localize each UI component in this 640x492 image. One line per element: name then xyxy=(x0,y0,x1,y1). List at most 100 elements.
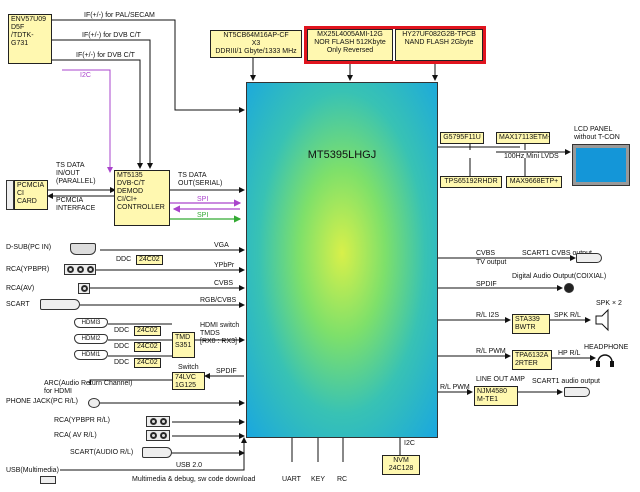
usb-connector-icon xyxy=(40,476,56,484)
arc-label-1: ARC(Audio Return Channel) xyxy=(44,380,133,387)
spdif-in-label: SPDIF xyxy=(216,368,237,375)
arc-switch-chip: 74LVC 1G125 xyxy=(172,372,205,390)
pcmcia-interface-1: PCMCIA xyxy=(56,197,84,204)
if-label-pal: IF(+/-) for PAL/SECAM xyxy=(84,12,155,19)
vga-label: VGA xyxy=(214,242,229,249)
pcmcia-slot-icon xyxy=(6,180,14,210)
ts-in-2: IN/OUT xyxy=(56,170,80,177)
ddc-label-vga: DDC xyxy=(116,256,132,263)
scart1-audio-label: SCART1 audio output xyxy=(532,378,600,385)
tmds-line-1: TMD xyxy=(175,334,191,341)
demod-line-4: CI/CI+ xyxy=(117,196,138,203)
if-label-dvb-2: IF(+/-) for DVB C/T xyxy=(76,52,135,59)
demod-block: MT5135 DVB-C/T DEMOD CI/CI+ CONTROLLER xyxy=(114,170,170,226)
coaxial-jack-icon xyxy=(564,283,574,293)
demod-line-5: CONTROLLER xyxy=(117,204,165,211)
rca-jack-icon xyxy=(160,418,167,425)
cvbs-in-label: CVBS xyxy=(214,280,234,287)
tv-output-label: TV output xyxy=(476,259,507,266)
rca-ypbpr-jack xyxy=(64,264,96,275)
max17113-chip: MAX17113ETM+ xyxy=(496,132,550,144)
eeprom-hdmi1: 24C02 xyxy=(134,358,161,368)
rca-jack-icon xyxy=(160,432,167,439)
njm4580-chip: NJM4580 M-TE1 xyxy=(474,386,518,406)
nand-line-1: HY27UF082G2B-TPCB xyxy=(402,31,476,38)
rgb-cvbs-label: RGB/CVBS xyxy=(200,297,237,304)
lcd-screen-icon xyxy=(576,148,626,182)
switch-label: Switch xyxy=(178,364,199,371)
rca-jack-icon xyxy=(81,285,88,292)
rca-ypbpr-rl-jack xyxy=(146,416,170,427)
scart-connector-icon xyxy=(40,299,80,310)
phone-jack-icon xyxy=(88,398,100,408)
ddc-label-hdmi1: DDC xyxy=(114,359,130,366)
nand-line-2: NAND FLASH 2Gbyte xyxy=(404,39,474,46)
rl-i2s-label: R/L I2S xyxy=(476,312,500,319)
usb20-label: USB 2.0 xyxy=(176,462,203,469)
switch-chip-line-1: 74LVC xyxy=(175,374,196,381)
if-label-dvb-1: IF(+/-) for DVB C/T xyxy=(82,32,141,39)
rl-pwm-label-1: R/L PWM xyxy=(476,348,506,355)
rca-ypbpr-rl-label: RCA(YPBPR R/L) xyxy=(54,417,111,424)
arc-label-2: for HDMI xyxy=(44,388,72,395)
key-label: KEY xyxy=(311,476,326,483)
hdmi-switch-label-3: [RX0 : RX3] xyxy=(200,338,237,345)
eeprom-hdmi3: 24C02 xyxy=(134,326,161,336)
spi-label-2: SPI xyxy=(197,212,209,219)
tuner-line-4: G731 xyxy=(11,40,29,47)
tuner-line-3: /TDTK- xyxy=(11,32,34,39)
lcd-label-1: LCD PANEL xyxy=(574,126,613,133)
pcmcia-interface-2: INTERFACE xyxy=(56,205,96,212)
usb-note-label: Multimedia & debug, sw code download xyxy=(132,476,256,483)
scart-label: SCART xyxy=(6,301,30,308)
scart1-cvbs-label: SCART1 CVBS output xyxy=(522,250,592,257)
line-out-amp-label: LINE OUT AMP xyxy=(476,376,525,383)
tuner-block: ENV57U09 D5F /TDTK- G731 xyxy=(8,14,52,64)
eeprom-vga: 24C02 xyxy=(136,255,163,265)
tps65192-chip: TPS65192RHDR xyxy=(440,176,502,188)
rca-av-rl-jack xyxy=(146,430,170,441)
nor-line-1: MX25L4005AMI-12G xyxy=(317,31,383,38)
rca-jack-icon xyxy=(67,266,74,273)
rca-jack-icon xyxy=(87,266,94,273)
spk-rl-label: SPK R/L xyxy=(554,312,581,319)
hdmi1-port: HDMI1 xyxy=(74,350,108,360)
soc-block: MT5395LHGJ xyxy=(246,82,438,438)
spdif-out-label: SPDIF xyxy=(476,281,497,288)
dsub-connector-icon xyxy=(70,243,96,255)
spk-x2-label: SPK × 2 xyxy=(596,300,622,307)
uart-label: UART xyxy=(282,476,301,483)
rl-pwm-label-2: R/L PWM xyxy=(440,384,470,391)
tpa-line-2: 2RTER xyxy=(515,360,538,367)
ts-out-2: OUT(SERIAL) xyxy=(178,180,223,187)
max9668-chip: MAX9668ETP+ xyxy=(506,176,562,188)
tmds-line-2: S351 xyxy=(175,342,192,349)
nor-line-2: NOR FLASH 512Kbyte xyxy=(314,39,386,46)
ddr-line-2: X3 xyxy=(251,40,261,47)
headphone-label: HEADPHONE xyxy=(584,344,629,351)
eeprom-hdmi2: 24C02 xyxy=(134,342,161,352)
nand-flash-chip: HY27UF082G2B-TPCB NAND FLASH 2Gbyte xyxy=(395,29,483,61)
rca-jack-icon xyxy=(77,266,84,273)
ddc-label-hdmi3: DDC xyxy=(114,327,130,334)
ts-in-3: (PARALLEL) xyxy=(56,178,96,185)
ddc-label-hdmi2: DDC xyxy=(114,343,130,350)
pcmcia-line-1: PCMCIA xyxy=(17,182,45,189)
nvm-chip: NVM 24C128 xyxy=(382,455,420,475)
demod-line-2: DVB-C/T xyxy=(117,180,145,187)
dsub-label: D-SUB(PC IN) xyxy=(6,244,52,251)
nvm-line-2: 24C128 xyxy=(388,465,414,472)
hdmi2-port: HDMI2 xyxy=(74,334,108,344)
tmds-switch-chip: TMD S351 xyxy=(172,332,195,358)
speaker-icon xyxy=(596,310,610,330)
ddr-chip: NT5CB64M16AP-CF X3 DDRIII/1 Gbyte/1333 M… xyxy=(210,30,302,58)
rca-av-label: RCA(AV) xyxy=(6,285,35,292)
digital-audio-label: Digital Audio Output(COIXIAL) xyxy=(512,273,607,280)
nor-flash-chip: MX25L4005AMI-12G NOR FLASH 512Kbyte Only… xyxy=(307,29,393,61)
headphone-icon xyxy=(596,354,614,368)
ddr-line-3: DDRIII/1 Gbyte/1333 MHz xyxy=(215,48,297,55)
phone-jack-label: PHONE JACK(PC R/L) xyxy=(6,398,78,405)
njm-line-2: M-TE1 xyxy=(477,396,498,403)
hdmi-switch-label-1: HDMI switch xyxy=(200,322,240,329)
